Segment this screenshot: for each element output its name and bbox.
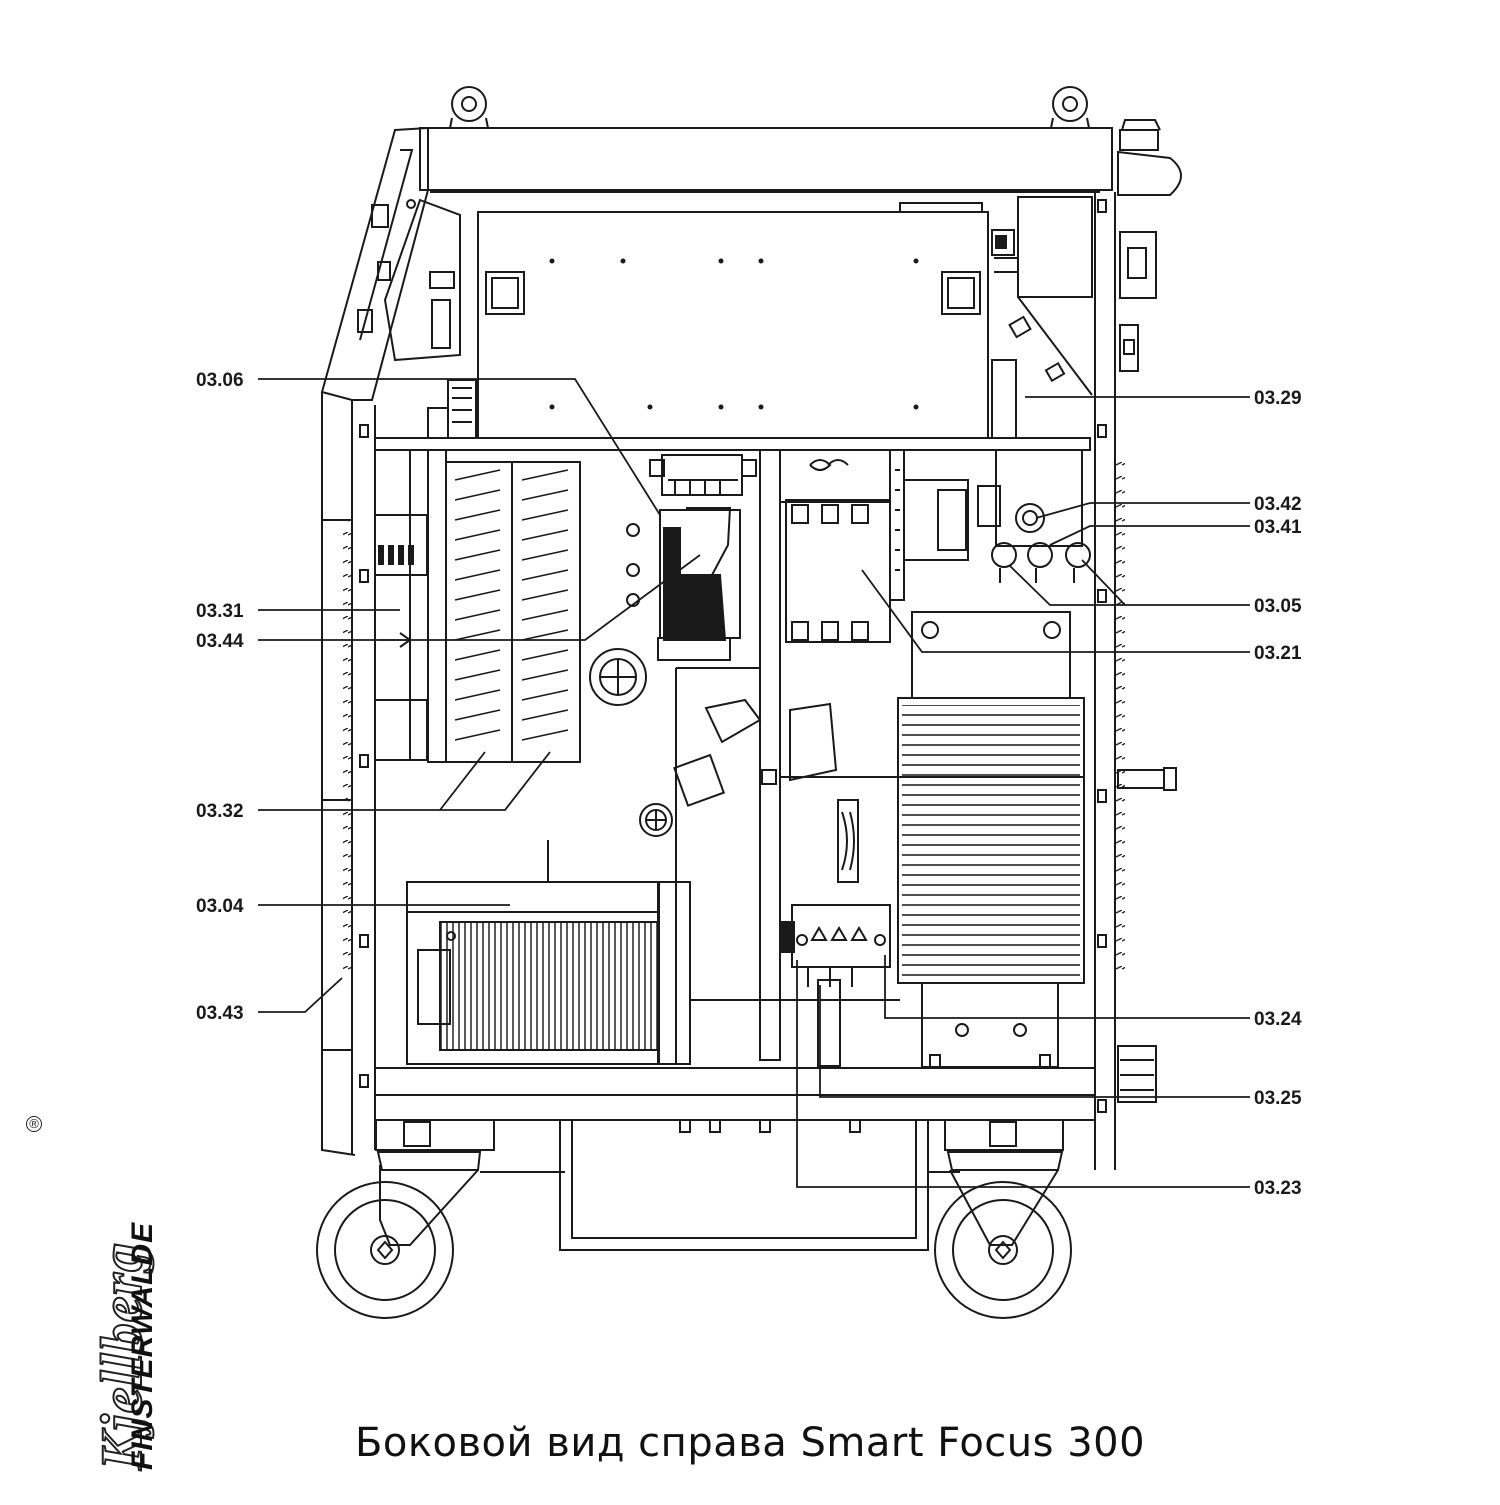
callout-03-06: 03.06 [196, 370, 244, 391]
callout-labels-left: 03.06 03.31 03.44 03.32 03.04 03.43 [196, 370, 244, 1024]
leader-03-05 [1009, 559, 1250, 606]
mid-shelf [374, 437, 1091, 451]
power-terminal-block [779, 904, 891, 1067]
callout-03-29: 03.29 [1254, 388, 1302, 409]
lifting-eye-left [449, 86, 489, 129]
right-connectors [1117, 119, 1182, 1103]
small-fan [837, 799, 859, 883]
leader-03-42 [1035, 502, 1250, 519]
diagram-caption: Боковой вид справа Smart Focus 300 [354, 1420, 1146, 1466]
frame-bolts [359, 199, 1107, 1113]
base-frame [374, 999, 1096, 1121]
callout-03-32: 03.32 [196, 801, 244, 822]
leader-03-25 [819, 985, 1250, 1098]
busbar-plate [911, 611, 1071, 699]
heat-sink-pair [427, 449, 581, 763]
lifting-eye-right [1050, 86, 1090, 129]
main-radiator [897, 697, 1085, 1068]
callout-03-24: 03.24 [1254, 1009, 1302, 1030]
undercarriage-handle [480, 1119, 960, 1251]
callout-03-42: 03.42 [1254, 494, 1302, 515]
callout-03-31: 03.31 [196, 601, 244, 622]
leader-03-43 [258, 977, 343, 1013]
caster-left [316, 1119, 495, 1319]
leader-lines [258, 378, 1250, 1188]
callout-03-44: 03.44 [196, 631, 244, 652]
right-upper-module [991, 196, 1093, 439]
callout-03-43: 03.43 [196, 1003, 244, 1024]
callout-03-04: 03.04 [196, 896, 244, 917]
gauge-small [639, 803, 673, 837]
callout-03-23: 03.23 [1254, 1178, 1302, 1199]
leader-03-44 [258, 554, 701, 641]
valve-group [977, 449, 1091, 583]
callout-03-21: 03.21 [1254, 643, 1302, 664]
caster-right [934, 1119, 1072, 1319]
leader-03-21 [861, 569, 1250, 653]
front-panel [320, 126, 461, 401]
leader-03-41 [1049, 525, 1250, 546]
center-component [626, 454, 757, 661]
leader-03-06 [258, 378, 661, 516]
contactor [779, 449, 969, 643]
lower-transformer [406, 840, 691, 1065]
callout-labels-right: 03.29 03.42 03.41 03.05 03.21 03.24 03.2… [1254, 388, 1302, 1199]
callout-03-41: 03.41 [1254, 517, 1302, 538]
upper-plate [477, 202, 989, 439]
top-cover [419, 127, 1113, 193]
gauge-large [589, 648, 647, 706]
leader-03-24 [884, 955, 1250, 1019]
registered-mark: ® [26, 1116, 42, 1132]
leader-03-23 [796, 960, 1250, 1188]
callout-03-05: 03.05 [1254, 596, 1302, 617]
outer-frame [321, 192, 1125, 1170]
callout-03-25: 03.25 [1254, 1088, 1302, 1109]
terminal-block-top [427, 379, 477, 439]
leader-03-32 [258, 751, 551, 811]
left-terminal-column [374, 450, 428, 761]
